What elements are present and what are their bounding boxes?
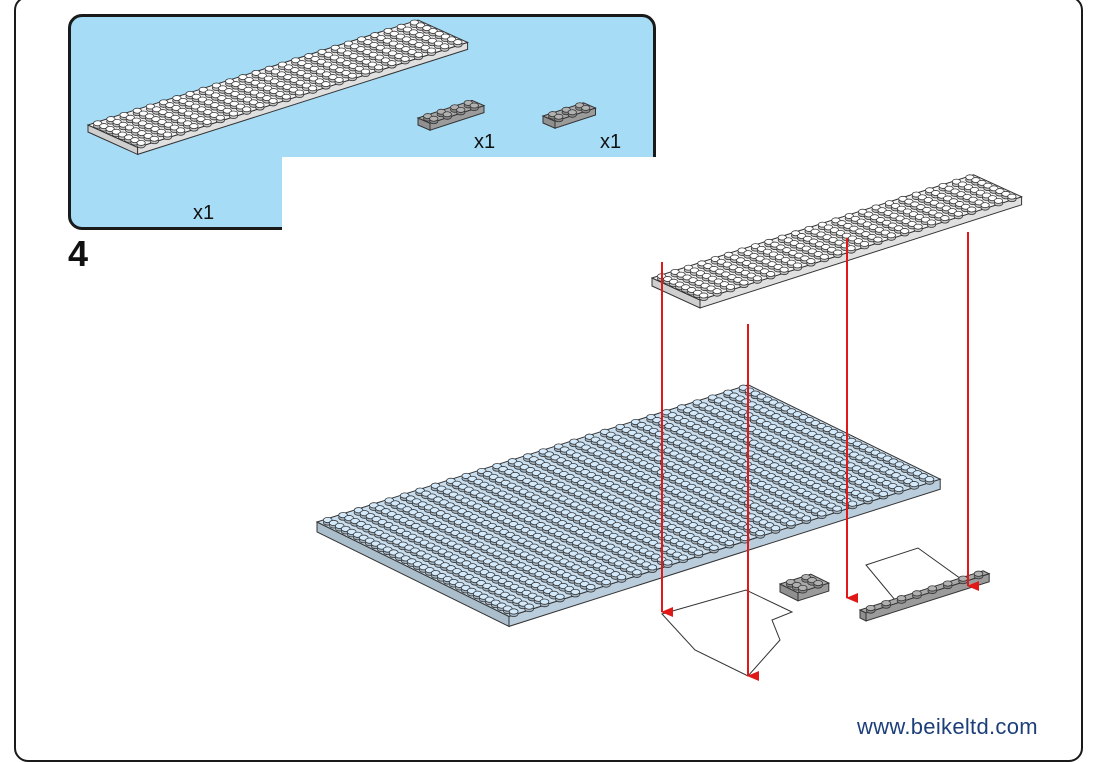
installed-gray-strip bbox=[858, 570, 991, 622]
quantity-gray-plate-2x4: x1 bbox=[474, 131, 496, 153]
website-link[interactable]: www.beikeltd.com bbox=[857, 714, 1038, 739]
callout-white-plate bbox=[86, 19, 469, 156]
placement-arrows bbox=[661, 232, 979, 681]
step-number: 4 bbox=[68, 233, 89, 274]
installed-gray-plate bbox=[778, 573, 831, 602]
callout-gray-plate-2x3 bbox=[541, 102, 597, 129]
quantity-gray-plate-2x3: x1 bbox=[600, 131, 622, 153]
quantity-white-plate: x1 bbox=[193, 202, 215, 224]
callout-gray-plate-2x4 bbox=[416, 99, 486, 131]
baseplate-assembly bbox=[315, 384, 970, 677]
callout-notch bbox=[282, 157, 662, 237]
floating-white-plate bbox=[650, 174, 1023, 309]
